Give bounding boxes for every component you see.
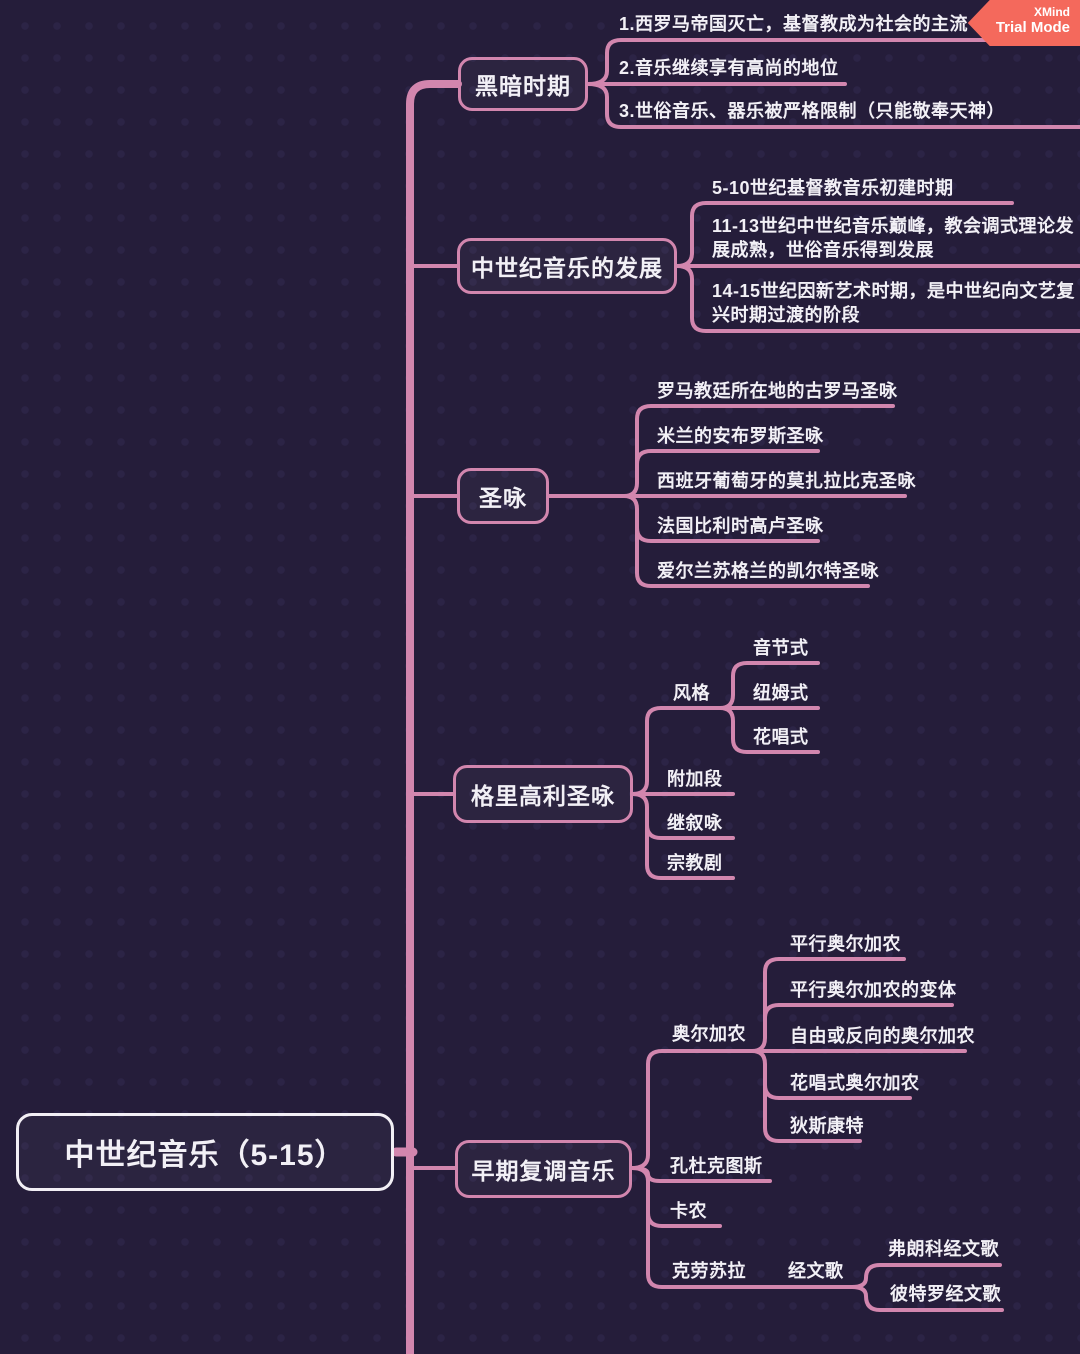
leaf-organum[interactable]: 奥尔加农 [672,1024,746,1044]
leaf-canon[interactable]: 卡农 [670,1201,707,1221]
leaf-discant[interactable]: 狄斯康特 [790,1116,864,1136]
branch-early-polyphony[interactable]: 早期复调音乐 [455,1140,632,1198]
branch-chant[interactable]: 圣咏 [457,468,549,524]
branch-gregorian-chant-label: 格里高利圣咏 [471,783,615,809]
leaf-style-syllabic[interactable]: 音节式 [753,638,809,658]
leaf-petrus-motet[interactable]: 彼特罗经文歌 [890,1284,1001,1304]
leaf-liturgical-drama[interactable]: 宗教剧 [667,853,723,873]
branch-medieval-development[interactable]: 中世纪音乐的发展 [457,238,677,294]
leaf-chant-1[interactable]: 罗马教廷所在地的古罗马圣咏 [657,381,898,401]
leaf-franco-motet[interactable]: 弗朗科经文歌 [888,1239,999,1259]
leaf-free-contrary-organum[interactable]: 自由或反向的奥尔加农 [790,1026,975,1046]
branch-dark-age[interactable]: 黑暗时期 [458,57,588,111]
leaf-motet[interactable]: 经文歌 [788,1261,844,1281]
leaf-clausula[interactable]: 克劳苏拉 [672,1261,746,1281]
leaf-melismatic-organum[interactable]: 花唱式奥尔加农 [790,1073,920,1093]
root-topic[interactable]: 中世纪音乐（5-15） [16,1113,394,1191]
branch-chant-label: 圣咏 [479,485,527,511]
leaf-trope[interactable]: 附加段 [667,769,723,789]
trunk-line [406,80,462,1354]
branch-dark-age-label: 黑暗时期 [475,73,571,99]
leaf-development-2[interactable]: 11-13世纪中世纪音乐巅峰，教会调式理论发展成熟，世俗音乐得到发展 [712,216,1075,260]
leaf-style[interactable]: 风格 [673,683,710,703]
branch-medieval-development-label: 中世纪音乐的发展 [471,255,663,281]
leaf-conductus[interactable]: 孔杜克图斯 [670,1156,763,1176]
leaf-development-3[interactable]: 14-15世纪因新艺术时期，是中世纪向文艺复兴时期过渡的阶段 [712,281,1076,325]
leaf-style-melismatic[interactable]: 花唱式 [753,727,809,747]
trial-badge-brand: XMind [1034,5,1070,19]
leaf-chant-5[interactable]: 爱尔兰苏格兰的凯尔特圣咏 [657,561,879,581]
trial-badge-text: Trial Mode [995,19,1070,36]
leaf-chant-3[interactable]: 西班牙葡萄牙的莫扎拉比克圣咏 [657,471,916,491]
leaf-parallel-organum-variant[interactable]: 平行奥尔加农的变体 [790,980,957,1000]
branch-gregorian-chant[interactable]: 格里高利圣咏 [453,765,633,823]
leaf-dark-age-3[interactable]: 3.世俗音乐、器乐被严格限制（只能敬奉天神） [619,101,1006,121]
branch-early-polyphony-label: 早期复调音乐 [471,1158,616,1184]
leaf-dark-age-2[interactable]: 2.音乐继续享有高尚的地位 [619,58,839,78]
leaf-parallel-organum[interactable]: 平行奥尔加农 [790,934,901,954]
leaf-sequence[interactable]: 继叙咏 [667,813,723,833]
leaf-chant-2[interactable]: 米兰的安布罗斯圣咏 [657,426,824,446]
root-topic-label: 中世纪音乐（5-15） [64,1139,346,1172]
trial-mode-badge[interactable]: XMind Trial Mode [967,0,1080,46]
leaf-style-neumatic[interactable]: 纽姆式 [753,683,809,703]
leaf-dark-age-1[interactable]: 1.西罗马帝国灭亡，基督教成为社会的主流 [619,14,969,34]
leaf-development-1[interactable]: 5-10世纪基督教音乐初建时期 [712,178,954,198]
leaf-chant-4[interactable]: 法国比利时高卢圣咏 [657,516,824,536]
